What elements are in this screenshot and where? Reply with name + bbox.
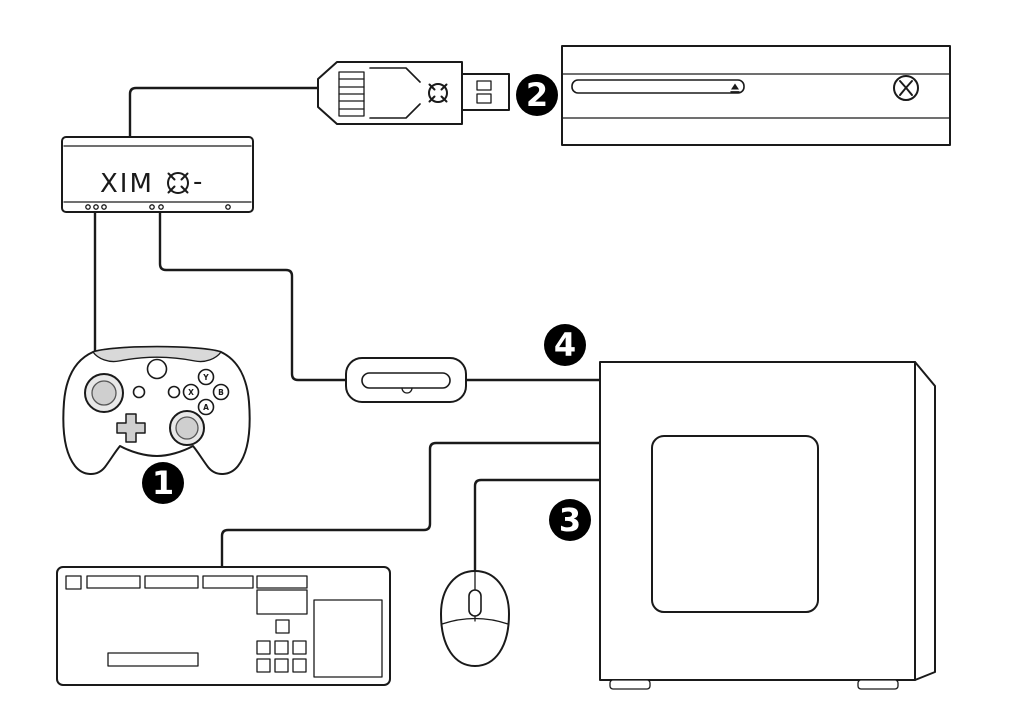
y-button-label: Y <box>202 373 209 382</box>
numpad-area <box>313 599 383 678</box>
mouse <box>440 570 510 667</box>
esc-key <box>65 575 82 590</box>
cable-xim-to-inline-adapter <box>158 210 348 382</box>
step-badge-3: 3 <box>549 499 591 541</box>
usb-plug <box>461 73 510 111</box>
xim-logo: XIM - <box>100 167 204 199</box>
scroll-wheel <box>468 589 482 617</box>
step-badge-2: 2 <box>516 74 558 116</box>
adapter-ports <box>85 204 231 210</box>
pc-window <box>651 435 819 613</box>
cable-xim-to-dongle <box>128 86 320 139</box>
svg-text:2: 2 <box>526 76 548 114</box>
pc-side-panel <box>914 361 936 681</box>
svg-text:3: 3 <box>559 501 581 539</box>
eject-icon <box>730 83 740 93</box>
a-button-label: A <box>203 403 209 412</box>
step-badge-4: 4 <box>544 324 586 366</box>
menu-button <box>167 385 181 399</box>
cable-mouse-to-pc <box>473 478 602 573</box>
cables <box>93 86 602 573</box>
crosshair-icon <box>167 172 189 194</box>
left-stick <box>84 373 124 413</box>
b-button-label: B <box>218 388 224 397</box>
guide-button <box>146 358 168 380</box>
crosshair-icon <box>428 83 448 103</box>
face-buttons: Y X B A <box>182 368 230 416</box>
x-button-label: X <box>188 388 194 397</box>
right-stick <box>169 410 205 446</box>
xim-adapter: XIM - <box>61 136 254 213</box>
step-badge-1: 1 <box>142 462 184 504</box>
pc-tower <box>599 361 936 690</box>
d-pad <box>116 413 146 443</box>
pc-foot-left <box>609 679 651 690</box>
pc-foot-right <box>857 679 899 690</box>
xbox-controller: Y X B A <box>62 345 251 475</box>
view-button <box>132 385 146 399</box>
brand-suffix: - <box>193 167 204 197</box>
xbox-one-console <box>561 45 951 146</box>
xbox-logo-icon <box>893 75 919 101</box>
keyboard <box>56 566 391 686</box>
spacebar-key <box>107 652 199 667</box>
usb-dongle <box>317 61 510 125</box>
disc-slot <box>571 79 745 94</box>
brand-label: XIM <box>100 169 154 199</box>
pc-front-panel <box>599 361 916 681</box>
controller-top-band <box>92 346 222 363</box>
cable-keyboard-to-pc <box>220 441 602 569</box>
svg-text:1: 1 <box>152 464 174 502</box>
inline-adapter <box>345 357 467 403</box>
svg-text:4: 4 <box>554 326 576 364</box>
